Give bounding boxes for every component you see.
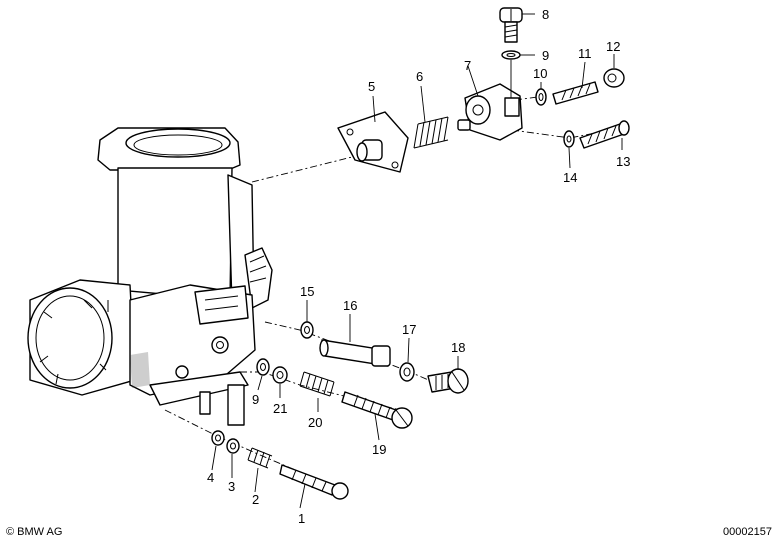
part-18-adjusting-screw [427,368,469,394]
part-11-screw [552,81,599,105]
part-1-idle-screw [279,464,349,500]
callout-20: 20 [308,415,322,430]
carburettor-body [27,127,273,426]
callout-17: 17 [402,322,416,337]
part-4-washer [211,430,225,446]
document-number: 00002157 [723,526,772,538]
callout-18: 18 [451,340,465,355]
callout-11: 11 [578,46,592,61]
part-16-plunger [319,339,391,367]
callout-19: 19 [372,442,386,457]
part-3-o-ring [226,438,240,454]
callout-1: 1 [298,511,305,526]
part-20-spring [299,371,335,397]
part-9-lower-washer [256,358,270,376]
callout-4: 4 [207,470,214,485]
callout-5: 5 [368,79,375,94]
part-5-diaphragm-cover [337,111,409,173]
callout-16: 16 [343,298,357,313]
callout-6: 6 [416,69,423,84]
callout-13: 13 [616,154,630,169]
callout-3: 3 [228,479,235,494]
callout-2: 2 [252,492,259,507]
callout-7: 7 [464,58,471,73]
callout-8: 8 [542,7,549,22]
leader-lines [211,13,623,509]
part-19-mixture-screw [341,391,413,429]
part-10-washer [535,88,547,106]
part-13-long-screw [579,120,630,149]
callout-14: 14 [563,170,577,185]
callout-10: 10 [533,66,547,81]
part-6-spring [413,116,449,149]
callout-12: 12 [606,39,620,54]
part-12-cap [603,68,625,88]
callout-labels: 1 2 3 4 5 6 7 8 9 10 11 12 13 14 15 16 1… [207,7,630,526]
part-7-valve-housing [457,83,523,141]
part-21-o-ring [272,366,288,384]
callout-9-upper: 9 [542,48,549,63]
part-2-spring [247,447,273,469]
part-17-o-ring [399,362,415,382]
callout-9-lower: 9 [252,392,259,407]
part-8-screw [499,7,523,43]
callout-21: 21 [273,401,287,416]
part-14-washer [563,130,575,148]
callout-15: 15 [300,284,314,299]
copyright-notice: © BMW AG [6,526,63,538]
part-15-o-ring [300,321,314,339]
